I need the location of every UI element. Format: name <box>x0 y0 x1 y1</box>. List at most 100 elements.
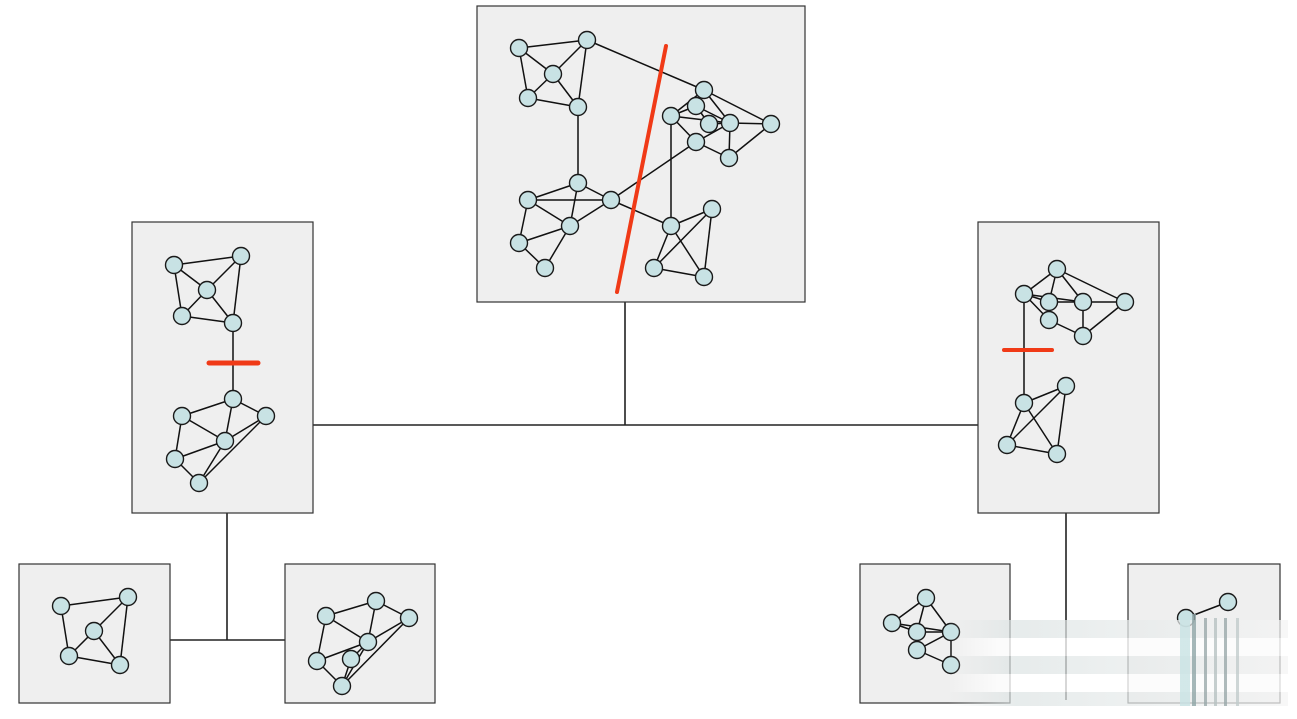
circle-node-icon <box>535 258 555 278</box>
graph-edge <box>577 39 588 108</box>
circle-node-icon <box>223 389 243 409</box>
circle-node-icon <box>110 655 130 675</box>
tree-connectors <box>170 302 1067 700</box>
panel-left <box>131 221 314 514</box>
circle-node-icon <box>702 199 722 219</box>
artifact-band <box>948 638 1288 656</box>
circle-node-icon <box>1014 284 1034 304</box>
circle-node-icon <box>568 173 588 193</box>
circle-node-icon <box>568 97 588 117</box>
circle-node-icon <box>916 588 936 608</box>
graph-edge <box>1056 385 1067 455</box>
circle-node-icon <box>84 621 104 641</box>
artifact-band <box>948 692 1288 706</box>
circle-node-icon <box>699 114 719 134</box>
circle-node-icon <box>761 114 781 134</box>
graph-edge <box>610 141 697 201</box>
graph-edge <box>341 617 410 687</box>
graph-edge <box>653 208 713 269</box>
graph-edge <box>173 255 242 266</box>
circle-node-icon <box>719 148 739 168</box>
graph-edge <box>703 208 713 278</box>
circle-node-icon <box>189 473 209 493</box>
circle-node-icon <box>59 646 79 666</box>
circle-node-icon <box>694 80 714 100</box>
graph-edge <box>198 415 267 484</box>
circle-node-icon <box>256 406 276 426</box>
graph-nodes <box>51 587 138 675</box>
panel-frame <box>977 221 1160 514</box>
circle-node-icon <box>1115 292 1135 312</box>
circle-node-icon <box>661 106 681 126</box>
panel-left-right <box>284 563 436 704</box>
graph-edge <box>119 596 129 666</box>
circle-node-icon <box>341 649 361 669</box>
circle-node-icon <box>720 113 740 133</box>
graph-edge <box>232 255 242 324</box>
graph-edge <box>1023 402 1058 455</box>
circle-node-icon <box>172 306 192 326</box>
circle-node-icon <box>197 280 217 300</box>
circle-node-icon <box>1073 292 1093 312</box>
panel-left-left <box>18 563 171 704</box>
circle-node-icon <box>399 608 419 628</box>
graph-edge <box>703 89 772 125</box>
circle-node-icon <box>577 30 597 50</box>
circle-node-icon <box>1218 592 1238 612</box>
graph-nodes <box>307 591 419 696</box>
circle-node-icon <box>1039 292 1059 312</box>
circle-node-icon <box>1073 326 1093 346</box>
artifact-streak <box>1236 618 1239 706</box>
artifact-band <box>948 674 1288 692</box>
panel-root <box>476 5 806 303</box>
panel-frame <box>131 221 314 514</box>
circle-node-icon <box>518 88 538 108</box>
panel-frame <box>476 5 806 303</box>
circle-node-icon <box>543 64 563 84</box>
circle-node-icon <box>164 255 184 275</box>
graph-edge <box>60 596 129 607</box>
artifact-streak <box>1180 614 1190 706</box>
circle-node-icon <box>907 622 927 642</box>
circle-node-icon <box>509 38 529 58</box>
circle-node-icon <box>316 606 336 626</box>
artifact-streak <box>1204 618 1207 706</box>
graph-edge <box>586 39 705 91</box>
circle-node-icon <box>231 246 251 266</box>
circle-node-icon <box>686 132 706 152</box>
circle-node-icon <box>509 233 529 253</box>
circle-node-icon <box>694 267 714 287</box>
circle-node-icon <box>1047 259 1067 279</box>
circle-node-icon <box>644 258 664 278</box>
circle-node-icon <box>601 190 621 210</box>
artifact-band <box>948 620 1288 638</box>
graph-nodes <box>164 246 276 493</box>
circle-node-icon <box>686 96 706 116</box>
circle-node-icon <box>518 190 538 210</box>
graph-nodes <box>997 259 1135 464</box>
graph-nodes <box>509 30 781 287</box>
graph-edge <box>518 39 588 49</box>
circle-node-icon <box>215 431 235 451</box>
circle-node-icon <box>358 632 378 652</box>
circle-node-icon <box>223 313 243 333</box>
graph-edge <box>670 115 731 124</box>
circle-node-icon <box>51 596 71 616</box>
circle-node-icon <box>172 406 192 426</box>
circle-node-icon <box>307 651 327 671</box>
artifact-streak <box>1192 614 1196 706</box>
circle-node-icon <box>366 591 386 611</box>
artifact-streak <box>1214 618 1217 706</box>
circle-node-icon <box>165 449 185 469</box>
graph-edge <box>1056 268 1126 303</box>
circle-node-icon <box>907 640 927 660</box>
rendering-artifact <box>948 614 1288 706</box>
circle-node-icon <box>661 216 681 236</box>
circle-node-icon <box>560 216 580 236</box>
circle-node-icon <box>1014 393 1034 413</box>
circle-node-icon <box>882 613 902 633</box>
circle-node-icon <box>1056 376 1076 396</box>
red-cut-line-icon <box>615 44 668 294</box>
graph-edge <box>610 199 672 227</box>
circle-node-icon <box>1047 444 1067 464</box>
